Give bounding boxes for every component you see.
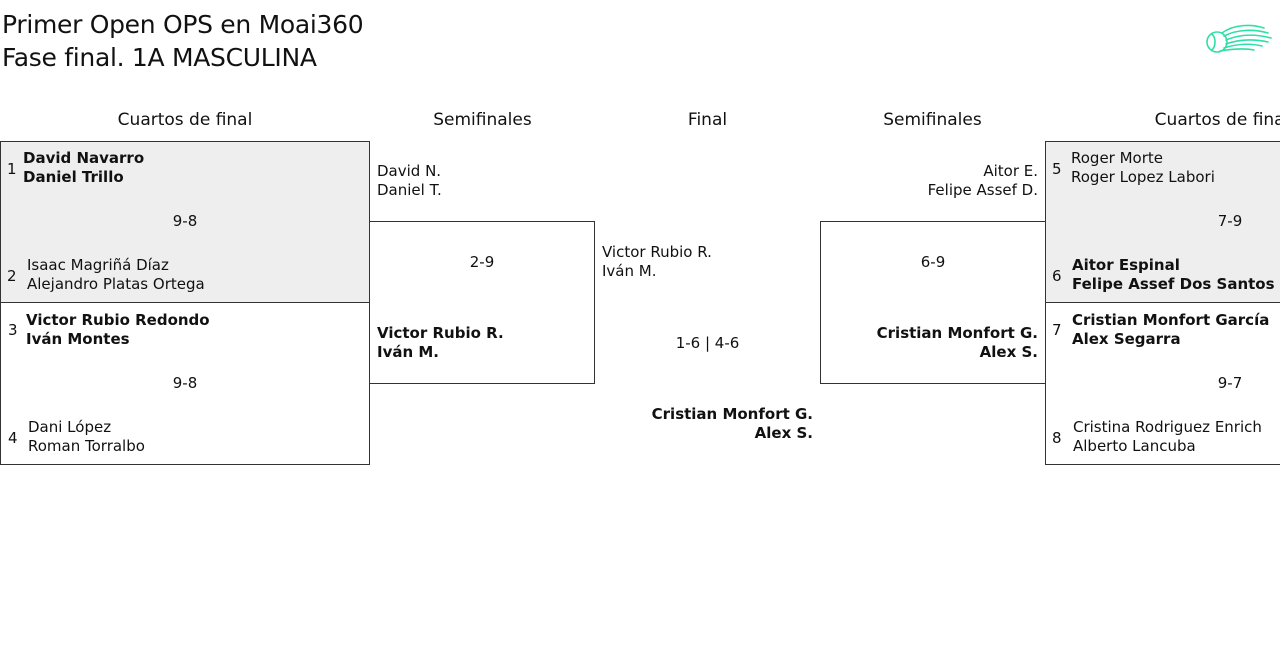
round-header-right-quarterfinals: Cuartos de final bbox=[1154, 110, 1280, 130]
team-pair-winner: Cristian Monfort García Alex Segarra bbox=[1072, 311, 1269, 349]
team-pair: Aitor E. Felipe Assef D. bbox=[830, 162, 1038, 200]
round-header-final: Final bbox=[687, 110, 728, 130]
player-name: Roman Torralbo bbox=[28, 437, 145, 455]
round-header-left-semifinals: Semifinales bbox=[433, 110, 532, 130]
match-score: 9-8 bbox=[172, 212, 198, 230]
player-name: Aitor E. bbox=[983, 162, 1038, 180]
player-name: Aitor Espinal bbox=[1072, 256, 1180, 274]
match-score: 7-9 bbox=[1217, 212, 1243, 230]
match-box-right-qf-2 bbox=[1045, 302, 1280, 465]
player-name: Victor Rubio Redondo bbox=[26, 311, 210, 329]
team-pair: Cristina Rodriguez Enrich Alberto Lancub… bbox=[1073, 418, 1262, 456]
team-pair-winner: David Navarro Daniel Trillo bbox=[23, 149, 144, 187]
match-box-right-qf-1 bbox=[1045, 141, 1280, 303]
player-name: Alberto Lancuba bbox=[1073, 437, 1196, 455]
team-pair: Dani López Roman Torralbo bbox=[28, 418, 145, 456]
player-name: Roger Lopez Labori bbox=[1071, 168, 1215, 186]
seed-number: 1 bbox=[7, 160, 17, 178]
player-name: David N. bbox=[377, 162, 442, 180]
player-name: David Navarro bbox=[23, 149, 145, 167]
match-score: 2-9 bbox=[469, 253, 495, 271]
seed-number: 7 bbox=[1052, 321, 1062, 339]
player-name: Cristian Monfort García bbox=[1072, 311, 1270, 329]
player-name: Cristian Monfort G. bbox=[651, 405, 813, 423]
player-name: Victor Rubio R. bbox=[377, 324, 504, 342]
team-pair: David N. Daniel T. bbox=[377, 162, 442, 200]
match-score: 6-9 bbox=[920, 253, 946, 271]
player-name: Isaac Magriñá Díaz bbox=[27, 256, 169, 274]
round-header-left-quarterfinals: Cuartos de final bbox=[117, 110, 253, 130]
final-score: 1-6 | 4-6 bbox=[675, 334, 740, 352]
match-box-left-qf-1 bbox=[0, 141, 370, 303]
player-name: Iván Montes bbox=[26, 330, 130, 348]
player-name: Alex S. bbox=[754, 424, 813, 442]
seed-number: 2 bbox=[7, 267, 17, 285]
team-pair-winner: Cristian Monfort G. Alex S. bbox=[830, 324, 1038, 362]
team-pair-winner: Aitor Espinal Felipe Assef Dos Santos bbox=[1072, 256, 1275, 294]
player-name: Iván M. bbox=[602, 262, 657, 280]
player-name: Cristina Rodriguez Enrich bbox=[1073, 418, 1262, 436]
player-name: Roger Morte bbox=[1071, 149, 1164, 167]
player-name: Alex S. bbox=[979, 343, 1038, 361]
player-name: Dani López bbox=[28, 418, 112, 436]
player-name: Alex Segarra bbox=[1072, 330, 1181, 348]
seed-number: 4 bbox=[8, 429, 18, 447]
match-box-left-sf bbox=[369, 221, 595, 384]
player-name: Felipe Assef Dos Santos bbox=[1072, 275, 1275, 293]
team-pair: Isaac Magriñá Díaz Alejandro Platas Orte… bbox=[27, 256, 205, 294]
match-score: 9-8 bbox=[172, 374, 198, 392]
tournament-title: Primer Open OPS en Moai360 bbox=[2, 10, 364, 39]
team-pair: Victor Rubio R. Iván M. bbox=[602, 243, 712, 281]
player-name: Victor Rubio R. bbox=[602, 243, 712, 261]
phase-subtitle: Fase final. 1A MASCULINA bbox=[2, 43, 317, 72]
player-name: Daniel Trillo bbox=[23, 168, 124, 186]
team-pair: Roger Morte Roger Lopez Labori bbox=[1071, 149, 1215, 187]
player-name: Alejandro Platas Ortega bbox=[27, 275, 205, 293]
seed-number: 6 bbox=[1052, 267, 1062, 285]
seed-number: 5 bbox=[1052, 160, 1062, 178]
player-name: Felipe Assef D. bbox=[927, 181, 1038, 199]
team-pair-winner: Victor Rubio R. Iván M. bbox=[377, 324, 504, 362]
seed-number: 8 bbox=[1052, 429, 1062, 447]
player-name: Cristian Monfort G. bbox=[876, 324, 1038, 342]
player-name: Iván M. bbox=[377, 343, 440, 361]
round-header-right-semifinals: Semifinales bbox=[883, 110, 982, 130]
team-pair-champion: Cristian Monfort G. Alex S. bbox=[600, 405, 813, 443]
seed-number: 3 bbox=[8, 321, 18, 339]
tennis-ball-logo-icon bbox=[1206, 24, 1272, 53]
team-pair-winner: Victor Rubio Redondo Iván Montes bbox=[26, 311, 210, 349]
match-score: 9-7 bbox=[1217, 374, 1243, 392]
player-name: Daniel T. bbox=[377, 181, 442, 199]
